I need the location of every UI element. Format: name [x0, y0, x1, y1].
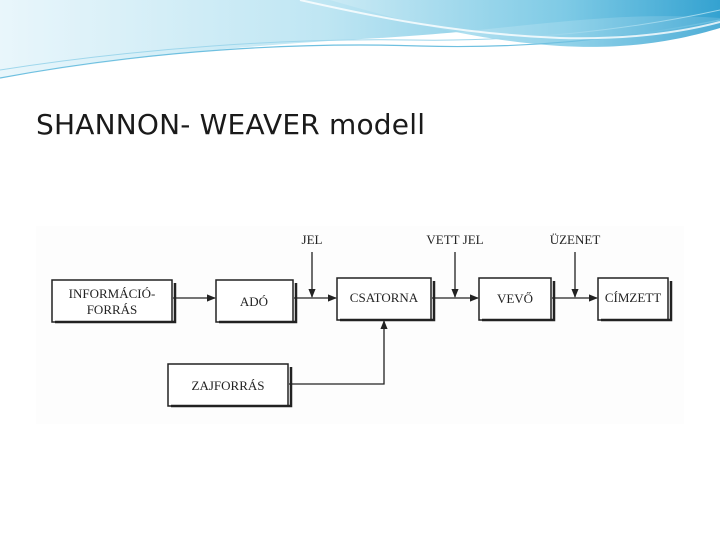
transmitter-label: ADÓ	[240, 294, 268, 309]
receiver-box: VEVŐ	[478, 277, 556, 322]
diagram-background	[36, 226, 684, 424]
info-source-label-line1: INFORMÁCIÓ-	[69, 286, 156, 301]
shannon-weaver-diagram: INFORMÁCIÓ- FORRÁS ADÓ CSATORNA VEVŐ CÍM…	[36, 226, 684, 424]
message-label: ÜZENET	[550, 232, 601, 247]
noise-source-label: ZAJFORRÁS	[192, 378, 265, 393]
channel-box: CSATORNA	[336, 277, 436, 322]
arrow-noise-to-channel	[289, 320, 388, 385]
received-signal-label: VETT JEL	[426, 232, 483, 247]
slide-title: SHANNON- WEAVER modell	[36, 108, 426, 141]
transmitter-box: ADÓ	[215, 279, 298, 324]
destination-label: CÍMZETT	[605, 290, 661, 305]
channel-label: CSATORNA	[350, 290, 419, 305]
receiver-label: VEVŐ	[497, 291, 533, 306]
noise-source-box: ZAJFORRÁS	[167, 363, 293, 408]
destination-box: CÍMZETT	[597, 277, 673, 322]
header-swoosh-decoration	[0, 0, 720, 79]
signal-label: JEL	[302, 232, 323, 247]
info-source-label-line2: FORRÁS	[87, 302, 138, 317]
info-source-box: INFORMÁCIÓ- FORRÁS	[51, 279, 177, 324]
